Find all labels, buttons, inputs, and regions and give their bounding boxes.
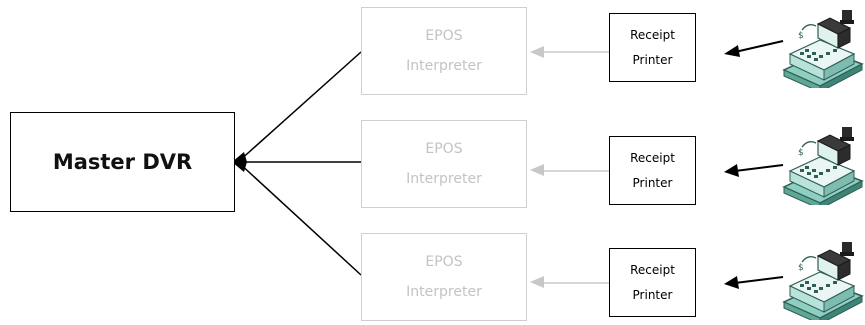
link-register1-printer1 [734,40,784,53]
printer-label-line2: Printer [632,287,673,302]
receipt-printer-box: Receipt Printer [609,13,696,82]
arrowhead-printer3 [724,276,739,289]
epos-label-line1: EPOS [425,28,463,44]
printer-label-line2: Printer [632,175,673,190]
receipt-printer-box: Receipt Printer [609,136,696,205]
printer-label-line1: Receipt [630,150,675,165]
epos-label-line2: Interpreter [406,58,482,74]
svg-text:$: $ [798,31,804,41]
link-register2-printer2 [734,164,784,172]
epos-label-line1: EPOS [425,141,463,157]
printer-label-line1: Receipt [630,27,675,42]
arrowhead-epos1 [530,46,544,58]
epos-label-line2: Interpreter [406,284,482,300]
link-epos3-master [237,161,362,276]
cash-register-icon: $ [782,10,864,88]
svg-text:$: $ [798,263,804,273]
receipt-printer-box: Receipt Printer [609,248,696,317]
link-register3-printer3 [734,276,784,284]
epos-interpreter-box: EPOS Interpreter [361,7,527,95]
cash-register-icon: $ [782,127,864,205]
epos-interpreter-box: EPOS Interpreter [361,120,527,208]
link-epos1-master [237,51,362,163]
arrowhead-epos2 [530,164,544,176]
arrowhead-printer2 [724,164,739,177]
svg-text:$: $ [798,148,804,158]
printer-label-line2: Printer [632,52,673,67]
master-dvr-label: Master DVR [52,150,193,174]
master-dvr-box: Master DVR [10,112,235,212]
arrowhead-printer1 [724,45,740,57]
epos-interpreter-box: EPOS Interpreter [361,233,527,321]
epos-label-line2: Interpreter [406,171,482,187]
arrowhead-master [232,152,247,172]
arrowhead-epos3 [530,276,544,288]
printer-label-line1: Receipt [630,262,675,277]
cash-register-icon: $ [782,242,864,320]
epos-label-line1: EPOS [425,254,463,270]
